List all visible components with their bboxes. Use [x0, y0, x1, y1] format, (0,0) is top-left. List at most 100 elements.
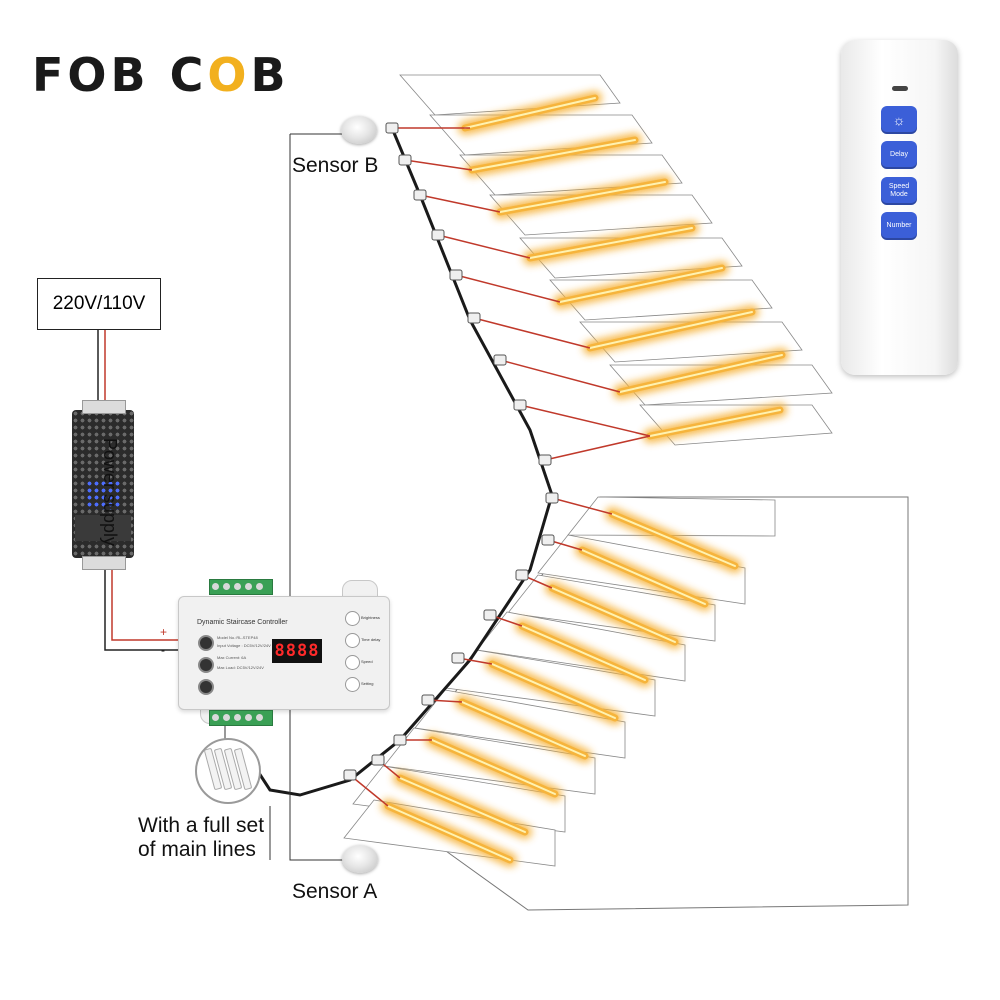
lower-led-strip-3 [515, 619, 652, 687]
bus-connector-4 [449, 269, 463, 281]
input-connector-2 [198, 657, 214, 673]
upper-led-strip-0 [458, 91, 602, 135]
sensor-a-wire [289, 700, 345, 861]
lower-led-strip-6-core [431, 739, 556, 795]
upper-led-strip-1-core [471, 139, 636, 171]
led-lead-9 [551, 497, 613, 515]
lower-led-strip-5 [455, 695, 592, 763]
lower-led-strip-1 [575, 543, 712, 611]
led-lead-7 [519, 404, 651, 437]
controller-button-time-delay[interactable] [345, 633, 360, 648]
bus-connector-11 [515, 569, 529, 581]
brand-logo: FOB COB [32, 48, 290, 102]
controller-button-setting[interactable] [345, 677, 360, 692]
bus-connector-16 [371, 754, 385, 766]
logo-text-left: FOB [32, 48, 150, 102]
logo-text-right: COB [169, 48, 290, 102]
main-lines-label: With a full set of main lines [138, 814, 265, 862]
bus-connector-13 [451, 652, 465, 664]
lower-led-strip-6 [425, 733, 562, 801]
bus-connector-9 [545, 492, 559, 504]
lower-led-strip-7 [393, 771, 532, 839]
controller-spec-3: Max Current: 6A [217, 655, 247, 660]
remote-control: ☼ Delay Speed Mode Number [841, 40, 958, 375]
remote-number-button[interactable]: Number [881, 212, 917, 240]
led-lead-3 [437, 234, 531, 259]
staircase-controller: Dynamic Staircase Controller Model No.:R… [178, 579, 390, 726]
lower-led-strip-5-core [461, 701, 586, 757]
controller-button-speed[interactable] [345, 655, 360, 670]
bus-connector-17 [343, 769, 357, 781]
lower-led-strip-8 [381, 799, 517, 867]
bus-connector-12 [483, 609, 497, 621]
dc-wire-plus [111, 560, 180, 641]
bus-connector-8 [538, 454, 552, 466]
upper-led-strip-6 [613, 348, 789, 399]
led-lead-2 [419, 194, 501, 213]
upper-led-strip-1 [465, 133, 642, 177]
bus-connector-6 [493, 354, 507, 366]
bus-connector-15 [393, 734, 407, 746]
remote-indicator-led [892, 86, 908, 91]
input-connector-3 [198, 679, 214, 695]
upper-led-strip-7-core [649, 409, 781, 437]
main-lines-icon [195, 738, 261, 804]
minus-mark: - [161, 643, 165, 657]
lower-led-strip-7-core [399, 777, 526, 833]
controller-display: 8888 [272, 639, 322, 663]
psu-output-terminal [82, 556, 126, 570]
upper-led-strip-2 [493, 175, 672, 219]
led-lead-8 [544, 435, 651, 461]
upper-led-strip-7 [643, 403, 787, 443]
mains-voltage-box: 220V/110V [37, 278, 161, 330]
remote-brightness-button[interactable]: ☼ [881, 106, 917, 134]
controller-button-setting-label: Setting [361, 681, 374, 686]
bus-connector-2 [413, 189, 427, 201]
wiring [97, 122, 651, 861]
psu-input-terminal [82, 400, 126, 414]
psu-spec-label [75, 515, 131, 541]
terminal-top-left [209, 579, 273, 595]
upper-led-strip-5-core [589, 311, 753, 349]
controller-button-brightness[interactable] [345, 611, 360, 626]
controller-spec-1: Model No.:RL-STEP48 [217, 635, 258, 640]
plus-mark: + [160, 625, 168, 639]
led-lead-4 [455, 274, 561, 303]
power-supply-unit [72, 400, 134, 570]
upper-led-strip-5 [583, 305, 759, 355]
controller-spec-4: Max Load: DC5V/12V/24V [217, 665, 264, 670]
remote-speed-mode-button[interactable]: Speed Mode [881, 177, 917, 205]
lower-led-strip-8-core [387, 805, 511, 861]
led-lead-5 [473, 317, 591, 349]
psu-indicator [86, 480, 120, 510]
controller-title: Dynamic Staircase Controller [197, 619, 288, 626]
led-lead-17 [349, 774, 389, 807]
sensor-b-label: Sensor B [292, 154, 379, 177]
lower-led-strip-0-core [611, 513, 736, 567]
remote-delay-button[interactable]: Delay [881, 141, 917, 169]
upper-led-strip-3-core [529, 227, 693, 259]
controller-button-brightness-label: Brightness [361, 615, 380, 620]
input-connector-1 [198, 635, 214, 651]
lower-led-strip-2 [545, 581, 682, 649]
lower-led-strip-4 [485, 657, 622, 725]
upper-led-strip-6-core [619, 354, 783, 393]
bus-connector-1 [398, 154, 412, 166]
controller-spec-2: Input Voltage : DC5V/12V/24V [217, 643, 271, 648]
bus-connector-10 [541, 534, 555, 546]
lower-led-strip-4-core [491, 663, 616, 719]
lower-led-strip-1-core [581, 549, 706, 605]
controller-button-time-delay-label: Time delay [361, 637, 381, 642]
bus-connector-5 [467, 312, 481, 324]
bus-connector-7 [513, 399, 527, 411]
upper-led-strip-4 [553, 261, 729, 309]
dc-wire-minus [104, 560, 180, 651]
sensor-a-device [342, 845, 378, 873]
logo-o-accent: O [207, 48, 251, 102]
bus-connector-0 [385, 122, 399, 134]
upper-led-strip-3 [523, 221, 699, 265]
lower-led-strip-0 [605, 507, 742, 573]
mains-voltage-label: 220V/110V [52, 293, 146, 314]
lower-step-0 [567, 496, 776, 537]
